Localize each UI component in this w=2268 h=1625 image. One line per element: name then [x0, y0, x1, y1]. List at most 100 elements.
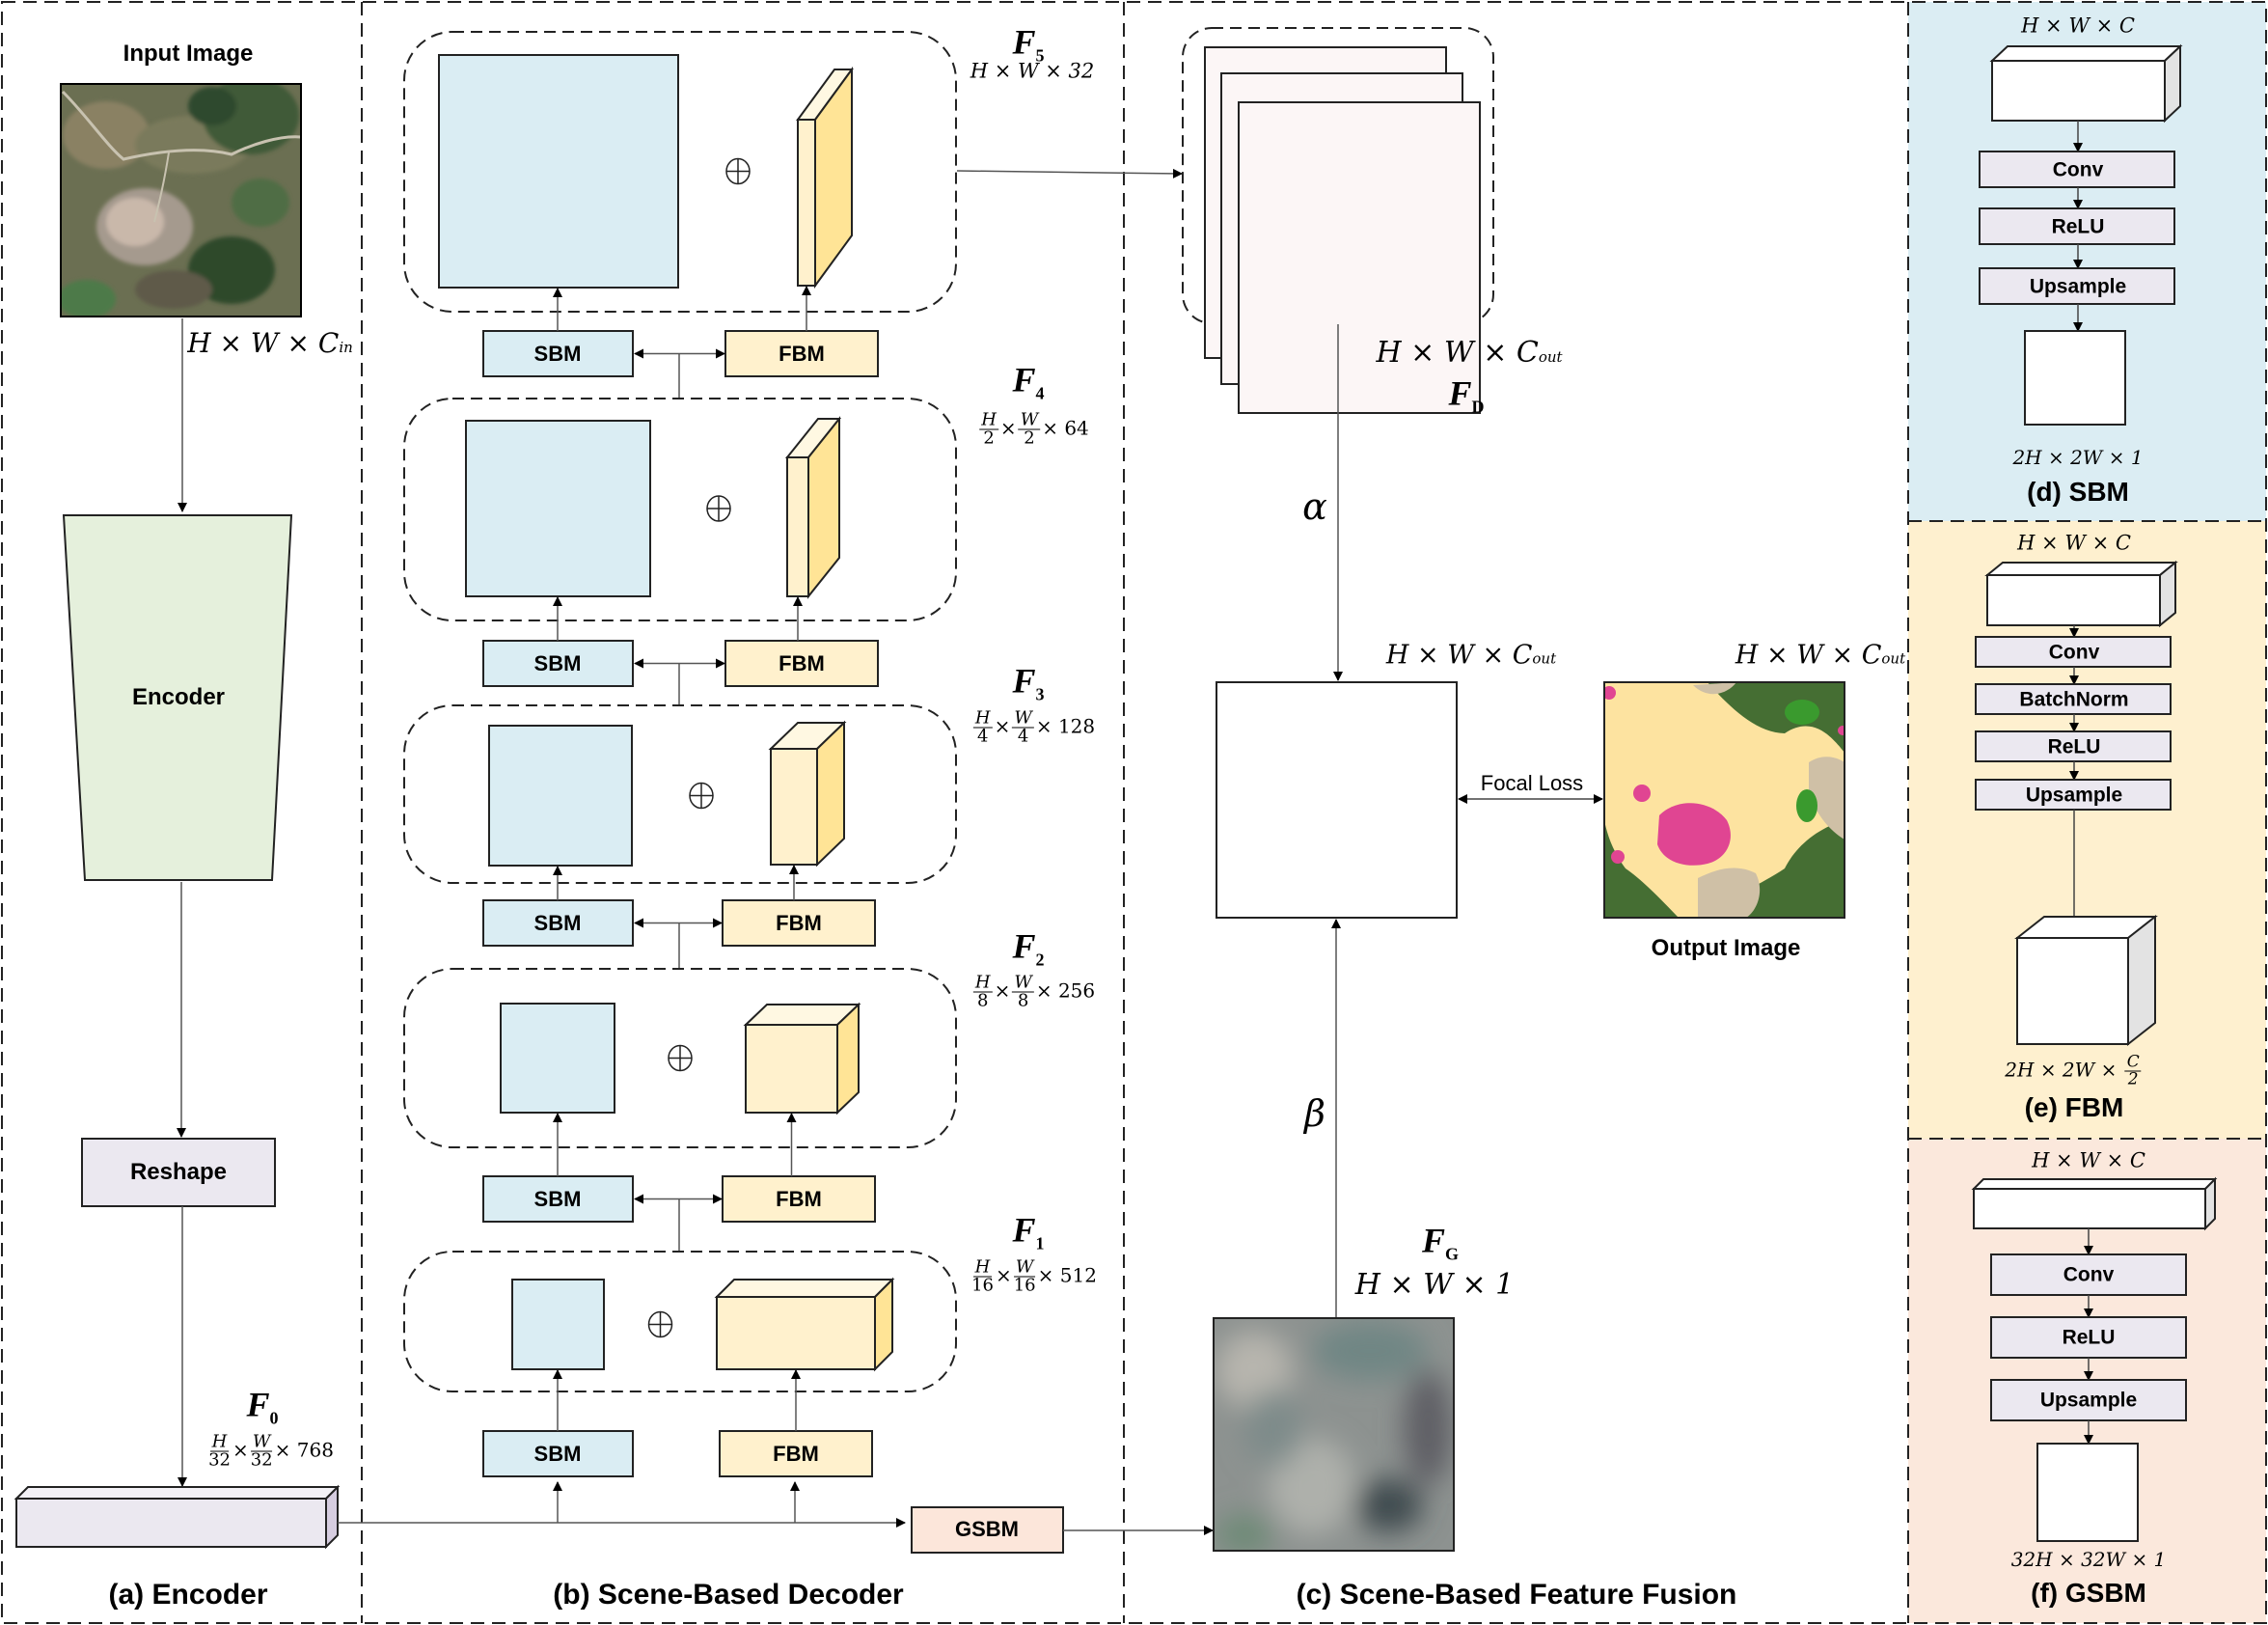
- dim-h-den: 2: [983, 427, 995, 449]
- encoder-trapezoid: [62, 514, 293, 881]
- stage-symbol-sub: 4: [1035, 383, 1045, 403]
- sbm-box-label: SBM: [533, 650, 582, 675]
- f0-symbol-sub: 0: [269, 1408, 279, 1428]
- fbm-feature-cuboid-1: [714, 1277, 895, 1372]
- fd-dim-text: H × W × C: [1376, 336, 1539, 370]
- alpha-weight: α: [1302, 485, 1327, 528]
- fused-dim: H × W × Cout: [1386, 643, 1556, 669]
- fd-dim-sub: out: [1538, 348, 1563, 366]
- stage-symbol-sub: 2: [1035, 950, 1045, 970]
- sbm-step-box: [1979, 151, 2175, 188]
- fbm-step-box: [1975, 779, 2172, 811]
- stage-symbol-2: F2: [1012, 928, 1044, 968]
- dim-h: H: [979, 409, 998, 430]
- decoder-caption: (b) Scene-Based Decoder: [553, 1579, 904, 1611]
- dim-c: × 256: [1035, 978, 1096, 1003]
- stage-symbol-5: F5: [1012, 24, 1044, 64]
- sbm-box-5: [482, 330, 634, 377]
- fbm-box-label: FBM: [776, 910, 822, 935]
- out-dim-text: 2H × 2W ×: [2005, 1058, 2118, 1082]
- gsbm-step-conv: Conv: [2063, 1263, 2115, 1286]
- sbm-step-box: [1979, 267, 2175, 305]
- f0-feature-cuboid: [14, 1484, 341, 1550]
- fbm-step-box: [1975, 730, 2172, 762]
- fbm-step-box: [1975, 636, 2172, 668]
- dim-w: W: [1018, 409, 1041, 430]
- fbm-box-label: FBM: [779, 341, 825, 366]
- output-dim-sub: out: [1881, 649, 1906, 668]
- stage-group-2: [403, 968, 957, 1148]
- fbm-feature-cuboid-5: [796, 66, 854, 289]
- stage-group-4: [403, 398, 957, 621]
- sbm-box-label: SBM: [533, 910, 582, 935]
- out-dim-frac-den: 2: [2127, 1069, 2139, 1089]
- fg-dim: H × W × 1: [1354, 1268, 1515, 1302]
- fbm-box-label: FBM: [773, 1441, 819, 1466]
- output-image-title: Output Image: [1651, 935, 1801, 961]
- dim-h-den: 8: [976, 990, 989, 1011]
- gsbm-step-box: [1990, 1379, 2187, 1421]
- fbm-box-4: [724, 640, 879, 687]
- gsbm-input-cuboid: [1971, 1176, 2218, 1231]
- fd-symbol-letter: F: [1448, 373, 1472, 413]
- input-image: [60, 83, 302, 317]
- add-icon: [725, 157, 751, 185]
- input-image-title: Input Image: [123, 41, 254, 67]
- output-dim: H × W × Cout: [1735, 643, 1905, 669]
- stage-symbol-letter: F: [1012, 926, 1036, 966]
- focal-loss-label: Focal Loss: [1480, 771, 1584, 795]
- stage-symbol-letter: F: [1012, 360, 1036, 399]
- fused-dim-sub: out: [1532, 649, 1557, 668]
- fbm-box-1: [719, 1430, 873, 1477]
- sbm-step-box: [1979, 207, 2175, 245]
- sbm-input-cuboid: [1989, 43, 2183, 124]
- fbm-step-conv: Conv: [2048, 641, 2100, 663]
- output-dim-text: H × W × C: [1735, 640, 1882, 671]
- gsbm-output-map: [2036, 1443, 2139, 1542]
- fbm-box-5: [724, 330, 879, 377]
- stage-symbol-letter: F: [1012, 22, 1036, 62]
- fbm-box-3: [722, 899, 876, 947]
- fg-feature-map: [1213, 1317, 1455, 1552]
- stage-dim-5: H × W × 32: [970, 59, 1095, 83]
- dim-h: H: [972, 972, 993, 993]
- sbm-step-upsample: Upsample: [2029, 275, 2127, 297]
- output-segmentation-image: [1603, 681, 1845, 919]
- stage-symbol-4: F4: [1012, 362, 1044, 401]
- reshape-label: Reshape: [129, 1159, 228, 1185]
- f0-dim-h-num: H: [209, 1431, 230, 1452]
- fd-dim: H × W × Cout: [1376, 339, 1562, 368]
- dim-h-den: 4: [976, 726, 989, 747]
- f0-dim-h-den: 32: [208, 1449, 231, 1471]
- stage-group-3: [403, 704, 957, 884]
- dim-c: × 128: [1035, 714, 1096, 738]
- f0-symbol-letter: F: [246, 1385, 270, 1424]
- sbm-out-dim: 2H × 2W × 1: [2012, 446, 2144, 469]
- fbm-feature-cuboid-2: [743, 1002, 861, 1115]
- sbm-box-label: SBM: [533, 1441, 582, 1466]
- fbm-box-label: FBM: [779, 650, 825, 675]
- stage-symbol-letter: F: [1012, 1210, 1036, 1250]
- dim-w-den: 4: [1017, 726, 1029, 747]
- beta-weight: β: [1304, 1092, 1325, 1135]
- dim-c: × 64: [1042, 416, 1089, 440]
- add-icon: [689, 782, 714, 810]
- dim-c: × 512: [1037, 1263, 1097, 1287]
- stage-group-1: [403, 1251, 957, 1392]
- gsbm-caption: (f) GSBM: [2031, 1578, 2146, 1608]
- gsbm-in-dim: H × W × C: [2032, 1148, 2145, 1172]
- sbm-caption: (d) SBM: [2027, 477, 2129, 507]
- out-dim-frac-num: C: [2124, 1052, 2142, 1072]
- gsbm-step-upsample: Upsample: [2039, 1389, 2138, 1412]
- input-dim-label: H × W × Cin: [187, 330, 353, 357]
- fd-symbol-sub: D: [1471, 397, 1485, 417]
- dim-w: W: [1012, 972, 1034, 993]
- stage-symbol-sub: 1: [1035, 1233, 1045, 1253]
- sbm-box-1: [482, 1430, 634, 1477]
